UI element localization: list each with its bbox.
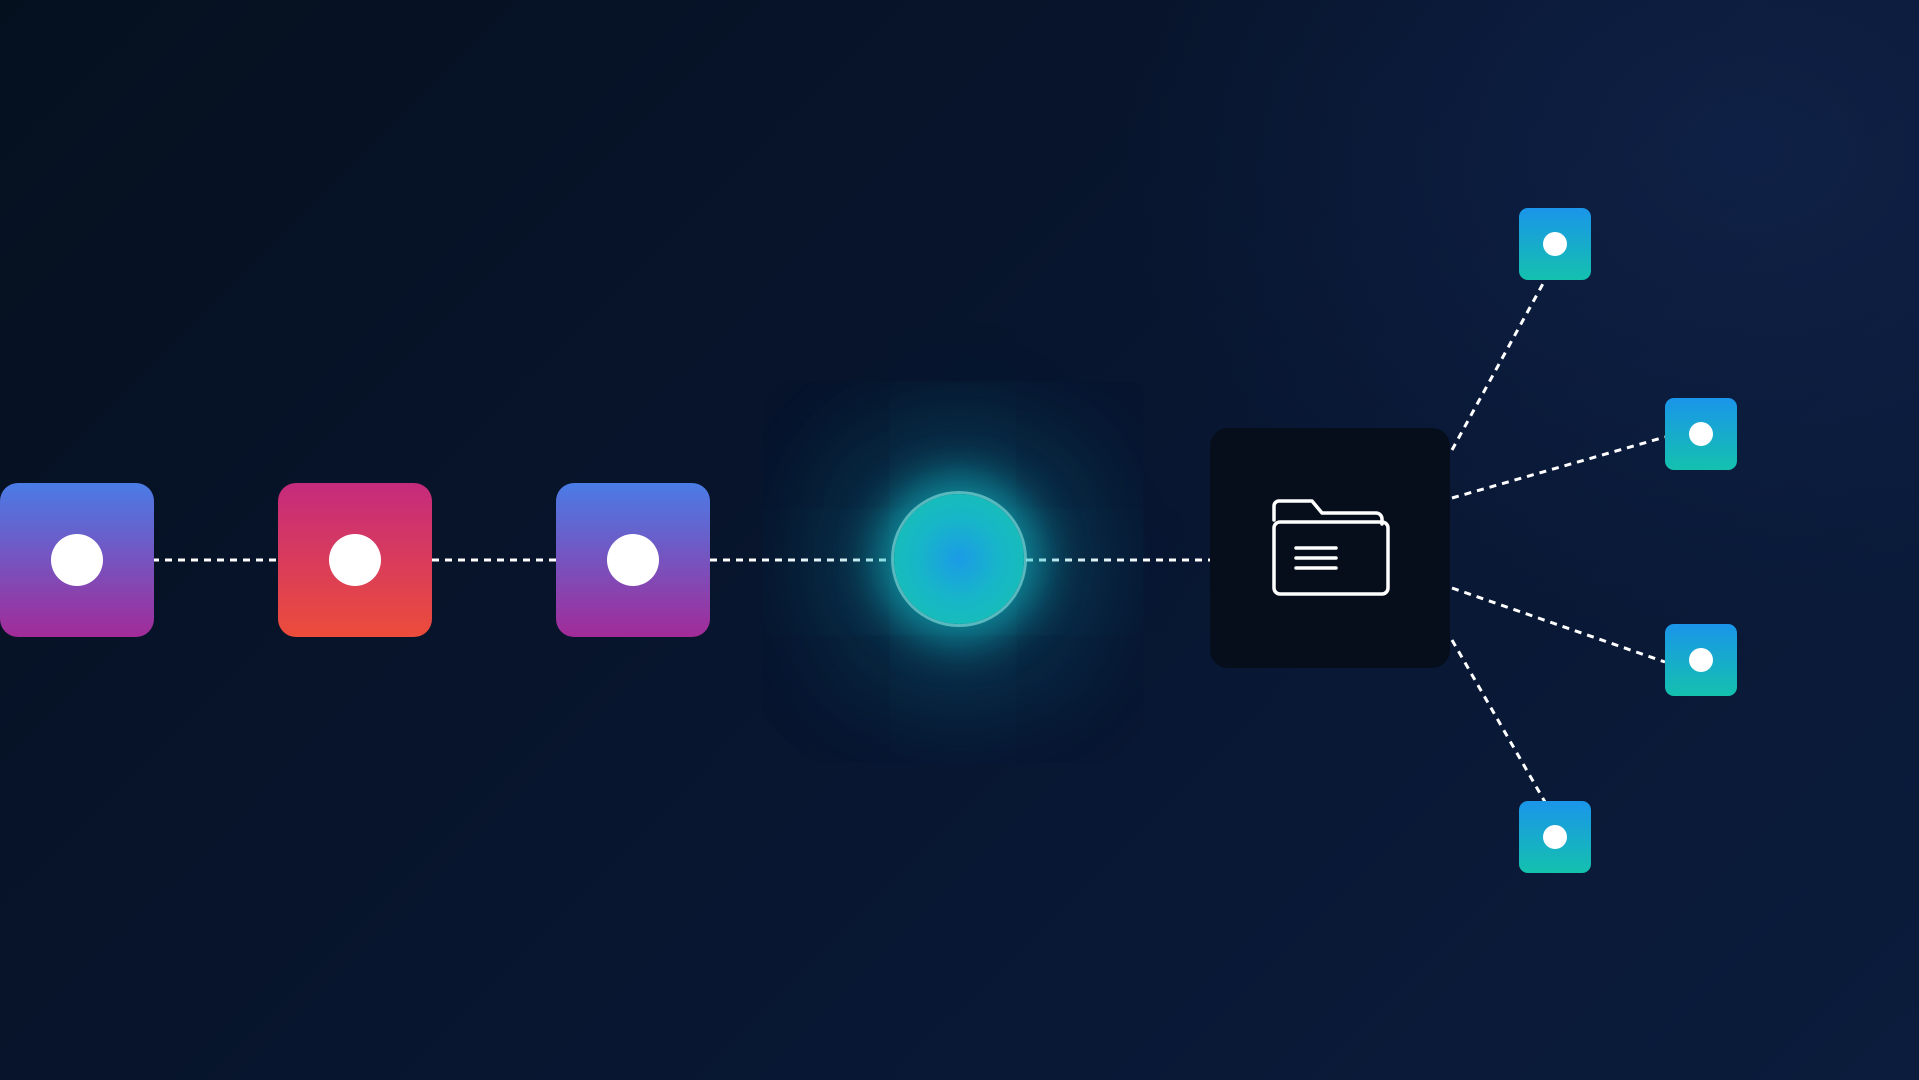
target-node-2[interactable] <box>1665 398 1737 470</box>
connector-folder-target4 <box>1450 639 1547 803</box>
node-dot-icon <box>329 534 381 586</box>
node-dot-icon <box>51 534 103 586</box>
connector-folder-target1 <box>1450 279 1547 451</box>
node-dot-icon <box>1543 232 1567 256</box>
node-dot-icon <box>1689 422 1713 446</box>
processing-hub[interactable] <box>894 494 1024 624</box>
target-node-4[interactable] <box>1519 801 1591 873</box>
target-node-3[interactable] <box>1665 624 1737 696</box>
folder-node[interactable] <box>1210 428 1450 668</box>
source-node-2[interactable] <box>278 483 432 637</box>
node-dot-icon <box>1543 825 1567 849</box>
connector-folder-target3 <box>1451 586 1666 664</box>
target-node-1[interactable] <box>1519 208 1591 280</box>
source-node-1[interactable] <box>0 483 154 637</box>
folder-document-icon <box>1272 499 1390 596</box>
node-dot-icon <box>607 534 659 586</box>
source-node-3[interactable] <box>556 483 710 637</box>
node-dot-icon <box>1689 648 1713 672</box>
connector-folder-target2 <box>1451 435 1666 500</box>
